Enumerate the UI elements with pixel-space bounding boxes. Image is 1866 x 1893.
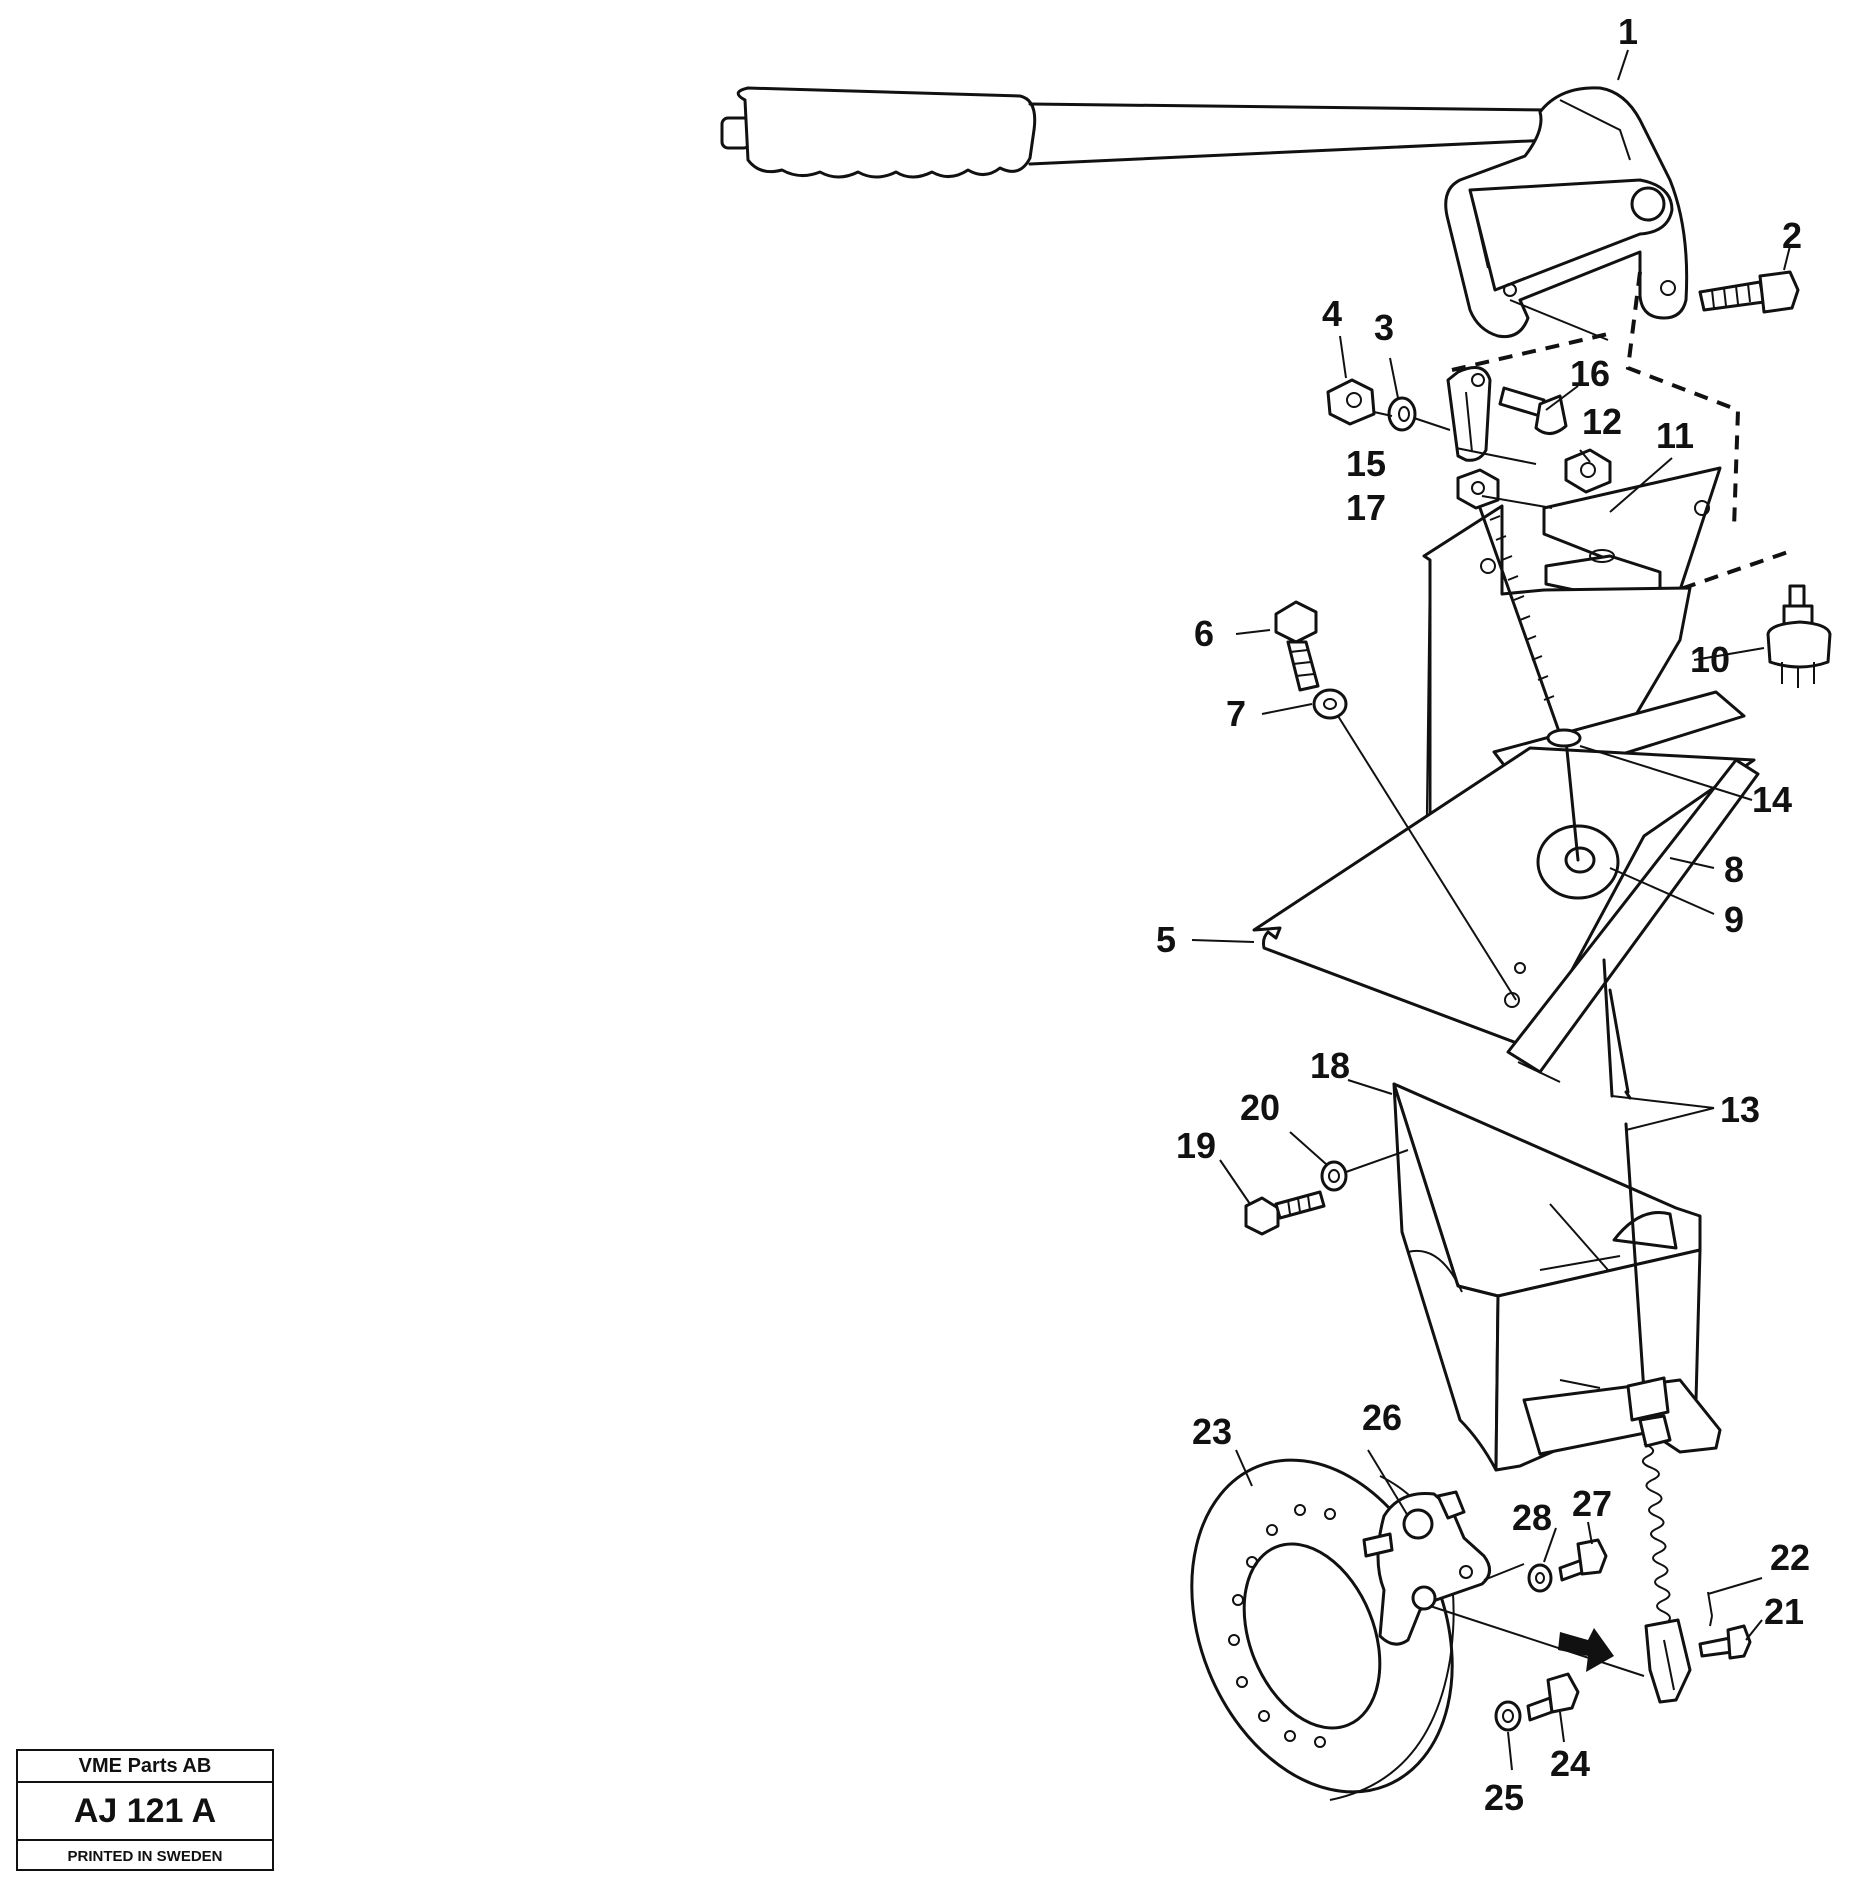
callout-28: 28: [1512, 1497, 1553, 1538]
leader-lines: [1191, 49, 1791, 1771]
callout-10: 10: [1690, 639, 1731, 680]
callout-2: 2: [1782, 215, 1803, 256]
drawing-number: AJ 121 A: [18, 1783, 272, 1841]
pin-22: [1707, 1591, 1713, 1627]
bolt-27: [1558, 1538, 1608, 1582]
lower-housing: [1392, 1082, 1722, 1472]
callout-21: 21: [1764, 1591, 1805, 1632]
nut-17: [1456, 468, 1500, 510]
callout-12: 12: [1582, 401, 1623, 442]
callout-8: 8: [1724, 849, 1745, 890]
nut-12: [1564, 448, 1612, 494]
printed-note: PRINTED IN SWEDEN: [67, 1848, 223, 1865]
callout-19: 19: [1176, 1125, 1217, 1166]
callout-24: 24: [1550, 1743, 1591, 1784]
company-name: VME Parts AB: [18, 1751, 272, 1783]
bolt-24: [1526, 1672, 1580, 1722]
washer-28: [1527, 1563, 1553, 1593]
washer-20: [1320, 1160, 1348, 1192]
clevis-15: [1446, 366, 1492, 462]
callout-16: 16: [1570, 353, 1611, 394]
callout-11: 11: [1656, 415, 1695, 456]
bolt-2: [1698, 270, 1800, 314]
brake-disc: [1190, 1458, 1455, 1801]
washer-7: [1312, 688, 1348, 720]
pin-16: [1498, 386, 1568, 435]
callout-5: 5: [1156, 919, 1177, 960]
bolt-6: [1274, 600, 1320, 692]
cable-13: [1602, 958, 1672, 1448]
nut-4: [1326, 378, 1376, 426]
callout-1: 1: [1618, 11, 1639, 52]
bolt-21: [1698, 1624, 1752, 1660]
callout-9: 9: [1724, 899, 1745, 940]
callout-15: 15: [1346, 443, 1387, 484]
callout-18: 18: [1310, 1045, 1351, 1086]
washer-3: [1387, 396, 1417, 432]
brake-lever: [720, 86, 1689, 339]
upper-bracket: [1252, 504, 1760, 1083]
callout-6: 6: [1194, 613, 1215, 654]
spring-yoke: [1641, 1443, 1692, 1704]
switch-bracket: [1542, 466, 1722, 602]
cable-rod: [1478, 506, 1632, 1100]
washer-14: [1546, 728, 1582, 748]
callout-26: 26: [1362, 1397, 1403, 1438]
callout-3: 3: [1374, 307, 1395, 348]
callout-20: 20: [1240, 1087, 1281, 1128]
title-block: VME Parts AB AJ 121 A PRINTED IN SWEDEN: [16, 1749, 274, 1871]
callout-13: 13: [1720, 1089, 1761, 1130]
brake-caliper: [1362, 1490, 1491, 1646]
callout-14: 14: [1752, 779, 1793, 820]
grommet-9: [1536, 824, 1620, 900]
callout-25: 25: [1484, 1777, 1525, 1818]
callout-17: 17: [1346, 487, 1387, 528]
callout-7: 7: [1226, 693, 1247, 734]
direction-arrow: [1558, 1628, 1614, 1672]
callout-22: 22: [1770, 1537, 1811, 1578]
callout-4: 4: [1322, 293, 1343, 334]
callout-27: 27: [1572, 1483, 1613, 1524]
bolt-19: [1244, 1190, 1326, 1236]
callout-23: 23: [1192, 1411, 1233, 1452]
switch-10: [1766, 584, 1832, 688]
washer-25: [1494, 1700, 1522, 1732]
